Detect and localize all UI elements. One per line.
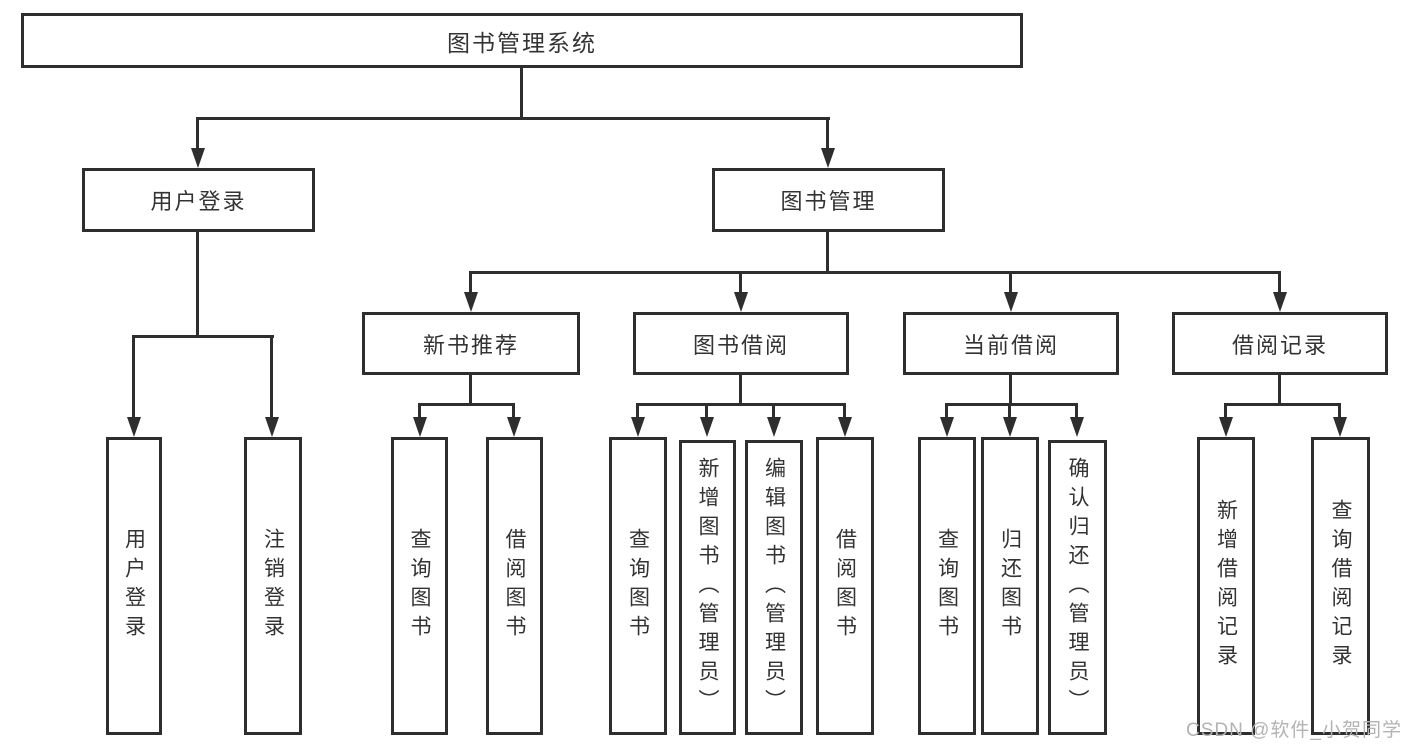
connector	[843, 403, 846, 420]
leaf-label: 编辑图书（管理员）	[762, 457, 786, 718]
connector	[772, 403, 775, 420]
leaf-label: 查询借阅记录	[1329, 499, 1353, 673]
arrow-down	[265, 417, 279, 437]
arrow-down	[838, 417, 852, 437]
connector	[1009, 375, 1012, 405]
arrow-down	[734, 292, 748, 312]
node-library-system: 图书管理系统	[21, 13, 1023, 68]
leaf-query-books-borrowing: 查询图书	[609, 437, 667, 735]
connector	[132, 335, 274, 338]
arrow-down	[1273, 292, 1287, 312]
node-label: 图书管理	[780, 189, 877, 214]
leaf-label: 查询图书	[935, 528, 959, 644]
leaf-label: 查询图书	[626, 528, 650, 644]
connector	[945, 403, 1078, 406]
arrow-down	[1333, 417, 1347, 437]
connector	[132, 335, 135, 420]
leaf-borrow-books-borrowing: 借阅图书	[816, 437, 874, 735]
arrow-down	[464, 292, 478, 312]
leaf-borrow-books-recommend: 借阅图书	[486, 437, 543, 735]
arrow-down	[1004, 292, 1018, 312]
connector	[197, 117, 830, 120]
connector	[418, 403, 421, 420]
leaf-label: 注销登录	[261, 528, 285, 644]
leaf-label: 确认归还（管理员）	[1066, 457, 1090, 718]
connector	[1075, 403, 1078, 420]
connector	[196, 232, 199, 338]
leaf-label: 新增借阅记录	[1214, 499, 1238, 673]
connector	[470, 271, 1281, 274]
arrow-down	[507, 417, 521, 437]
connector	[270, 335, 273, 420]
arrow-down	[413, 417, 427, 437]
node-book-borrowing: 图书借阅	[633, 312, 849, 375]
node-label: 当前借阅	[962, 332, 1059, 358]
connector	[705, 403, 708, 420]
arrow-down	[940, 417, 954, 437]
connector	[739, 271, 742, 294]
connector	[1278, 271, 1281, 294]
node-new-book-recommend: 新书推荐	[362, 312, 580, 375]
connector	[1008, 403, 1011, 420]
leaf-query-books-recommend: 查询图书	[391, 437, 448, 735]
connector	[469, 271, 472, 294]
leaf-label: 用户登录	[122, 528, 146, 644]
connector	[1224, 403, 1227, 420]
arrow-down	[1003, 417, 1017, 437]
connector	[196, 117, 199, 150]
leaf-add-book-admin: 新增图书（管理员）	[679, 440, 736, 735]
node-label: 借阅记录	[1231, 332, 1328, 358]
connector	[826, 232, 829, 273]
arrow-down	[1219, 417, 1233, 437]
connector	[469, 375, 472, 405]
connector	[418, 403, 515, 406]
leaf-label: 借阅图书	[503, 528, 527, 644]
connector	[520, 68, 523, 118]
arrow-down	[821, 148, 835, 168]
connector	[1278, 375, 1281, 405]
arrow-down	[1070, 417, 1084, 437]
connector	[636, 403, 845, 406]
node-label: 图书借阅	[692, 332, 789, 358]
node-current-borrowing: 当前借阅	[903, 312, 1119, 375]
leaf-return-books: 归还图书	[981, 437, 1039, 735]
watermark: CSDN @软件_小贺同学	[1186, 720, 1402, 741]
node-label: 图书管理系统	[447, 29, 597, 56]
leaf-label: 归还图书	[998, 528, 1022, 644]
connector	[512, 403, 515, 420]
connector	[826, 117, 829, 150]
node-book-management: 图书管理	[712, 168, 945, 232]
leaf-label: 借阅图书	[833, 528, 857, 644]
leaf-query-borrow-record: 查询借阅记录	[1311, 437, 1370, 735]
arrow-down	[767, 417, 781, 437]
node-user-login: 用户登录	[82, 168, 315, 232]
connector	[945, 403, 948, 420]
leaf-query-books-current: 查询图书	[918, 437, 976, 735]
arrow-down	[127, 417, 141, 437]
arrow-down	[631, 417, 645, 437]
node-borrowing-records: 借阅记录	[1172, 312, 1388, 375]
leaf-logout-login: 注销登录	[244, 437, 302, 735]
leaf-label: 新增图书（管理员）	[696, 457, 720, 718]
connector	[739, 375, 742, 405]
connector	[1009, 271, 1012, 294]
leaf-confirm-return-admin: 确认归还（管理员）	[1048, 440, 1107, 735]
node-label: 用户登录	[150, 189, 247, 214]
arrow-down	[191, 148, 205, 168]
connector	[1224, 403, 1341, 406]
leaf-user-login: 用户登录	[106, 437, 162, 735]
leaf-add-borrow-record: 新增借阅记录	[1197, 437, 1255, 735]
node-label: 新书推荐	[422, 332, 519, 358]
leaf-label: 查询图书	[408, 528, 432, 644]
connector	[636, 403, 639, 420]
connector	[1338, 403, 1341, 420]
arrow-down	[700, 417, 714, 437]
leaf-edit-book-admin: 编辑图书（管理员）	[745, 440, 803, 735]
